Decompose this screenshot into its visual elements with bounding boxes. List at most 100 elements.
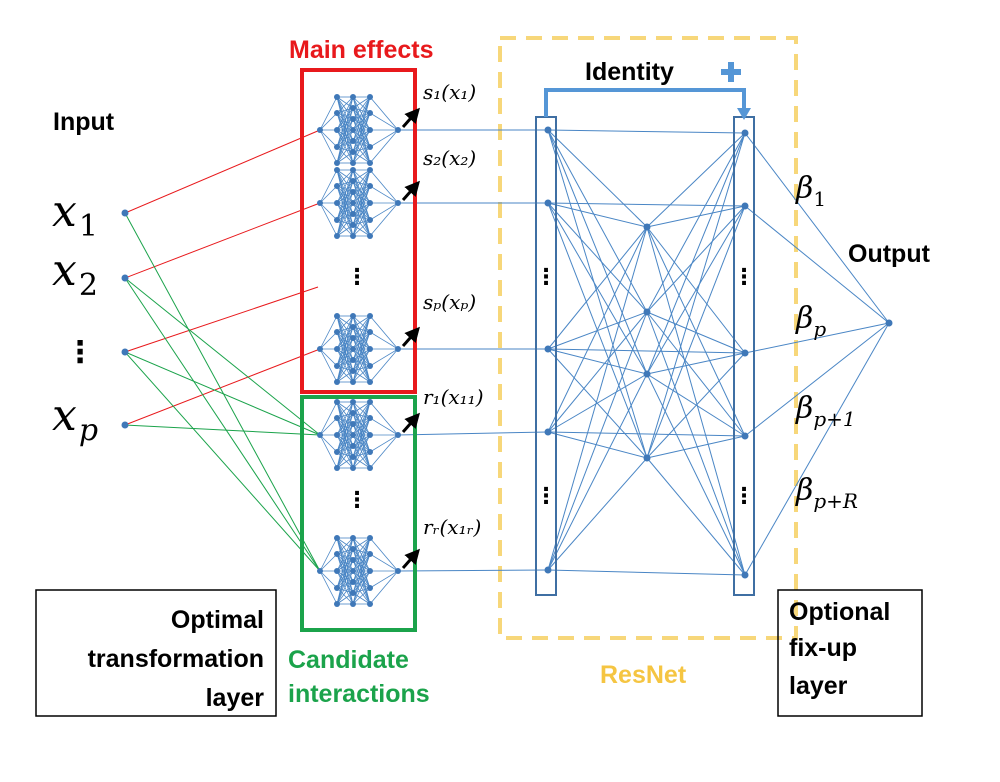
subnet-edge <box>352 112 371 142</box>
subnet-node <box>350 313 356 319</box>
subnet-edge <box>352 434 371 447</box>
beta-1: β1 <box>795 171 826 211</box>
subnet-edge <box>336 559 354 605</box>
input-node <box>121 348 129 356</box>
subnet-edge <box>336 451 354 469</box>
subnet-node <box>367 601 373 607</box>
subnet-edge <box>319 570 338 589</box>
subnet-edge <box>319 537 338 572</box>
subnet-node <box>334 144 340 150</box>
subnet-edge <box>369 401 399 436</box>
main-effect-wire <box>124 202 321 279</box>
fixup-wire <box>744 322 890 354</box>
subnet-node <box>350 116 356 122</box>
subnet-edge <box>336 129 354 164</box>
resnet-wire <box>547 373 648 571</box>
resnet-node <box>643 308 651 316</box>
output-arrow <box>401 107 420 128</box>
subnet-edge <box>352 417 371 447</box>
resnet-wire <box>646 226 746 576</box>
subnet-node <box>317 127 323 133</box>
subnet-edge <box>336 118 354 148</box>
subnet-node <box>350 189 356 195</box>
resnet-node <box>544 199 552 207</box>
subnet-node <box>350 94 356 100</box>
subnet-edge <box>352 146 371 164</box>
subnet-edge <box>369 434 399 453</box>
subnet-edge <box>336 118 354 131</box>
subnet-to-resnet-wire <box>397 569 549 572</box>
subnet-edge <box>352 96 371 142</box>
resnet-wire <box>547 129 648 313</box>
subnet-edge <box>352 202 371 215</box>
subnet-node <box>367 144 373 150</box>
subnet-node <box>350 421 356 427</box>
resnet-wire <box>646 205 746 313</box>
subnet-edge <box>336 412 354 453</box>
subnet-edge <box>319 112 338 131</box>
subnet-edge <box>336 146 354 164</box>
subnet-edge <box>369 112 399 131</box>
subnet-edge <box>352 169 371 215</box>
subnet-node <box>334 363 340 369</box>
output-label: Output <box>848 240 931 268</box>
subnet-edge <box>369 96 399 131</box>
subnet-node <box>334 601 340 607</box>
resnet-wire <box>646 311 746 576</box>
resnet-node <box>741 129 749 137</box>
interaction-wire <box>124 277 321 436</box>
subnet-edge <box>336 445 354 469</box>
subnet-edge <box>352 537 371 594</box>
subnet-edge <box>352 331 371 383</box>
subnet-edge <box>352 96 371 131</box>
s2-label: s₂(x₂) <box>423 146 476 170</box>
subnet-node <box>334 346 340 352</box>
subnet-edge <box>336 412 354 469</box>
subnet-edge <box>352 401 371 414</box>
subnet-edge <box>336 348 354 383</box>
resnet-out-ellipsis-1: ⋮ <box>733 264 755 289</box>
output-node <box>885 319 893 327</box>
subnet-edge <box>319 129 338 148</box>
resnet-wire <box>646 132 746 313</box>
subnet-edge <box>336 169 354 204</box>
subnet-edge <box>352 315 371 372</box>
subnet-edge <box>352 434 371 458</box>
subnet-node <box>334 183 340 189</box>
subnet-node <box>334 449 340 455</box>
resnet-out-ellipsis-2: ⋮ <box>733 483 755 508</box>
subnet-edge <box>336 219 354 237</box>
subnetwork <box>317 167 401 239</box>
resnet-label: ResNet <box>600 661 687 689</box>
subnet-node <box>350 465 356 471</box>
subnet-edge <box>352 202 371 226</box>
subnet-node <box>395 432 401 438</box>
subnet-edge <box>369 129 399 148</box>
subnet-edge <box>336 191 354 237</box>
subnet-edge <box>336 326 354 350</box>
subnet-edge <box>336 423 354 453</box>
subnet-edge <box>336 180 354 204</box>
subnet-edge <box>352 331 371 372</box>
interaction-wire <box>124 277 321 572</box>
subnet-node <box>350 357 356 363</box>
subnet-edge <box>336 412 354 436</box>
subnet-edge <box>352 129 371 164</box>
resnet-wire <box>547 311 648 571</box>
plus-icon <box>721 62 741 82</box>
input-ellipsis: ⋮ <box>65 336 95 369</box>
subnet-node <box>367 449 373 455</box>
subnet-edge <box>352 185 371 204</box>
subnet-edge <box>369 570 399 589</box>
subnet-edge <box>336 423 354 436</box>
subnet-edge <box>319 553 338 572</box>
s1-label: s₁(x₁) <box>423 80 476 104</box>
subnet-edge <box>336 107 354 164</box>
resnet-wire <box>547 129 648 459</box>
subnet-edge <box>336 118 354 164</box>
subnet-edge <box>336 129 354 148</box>
resnet-wire <box>646 132 746 459</box>
subnet-node <box>334 465 340 471</box>
input-node <box>121 421 129 429</box>
subnet-edge <box>369 129 399 164</box>
